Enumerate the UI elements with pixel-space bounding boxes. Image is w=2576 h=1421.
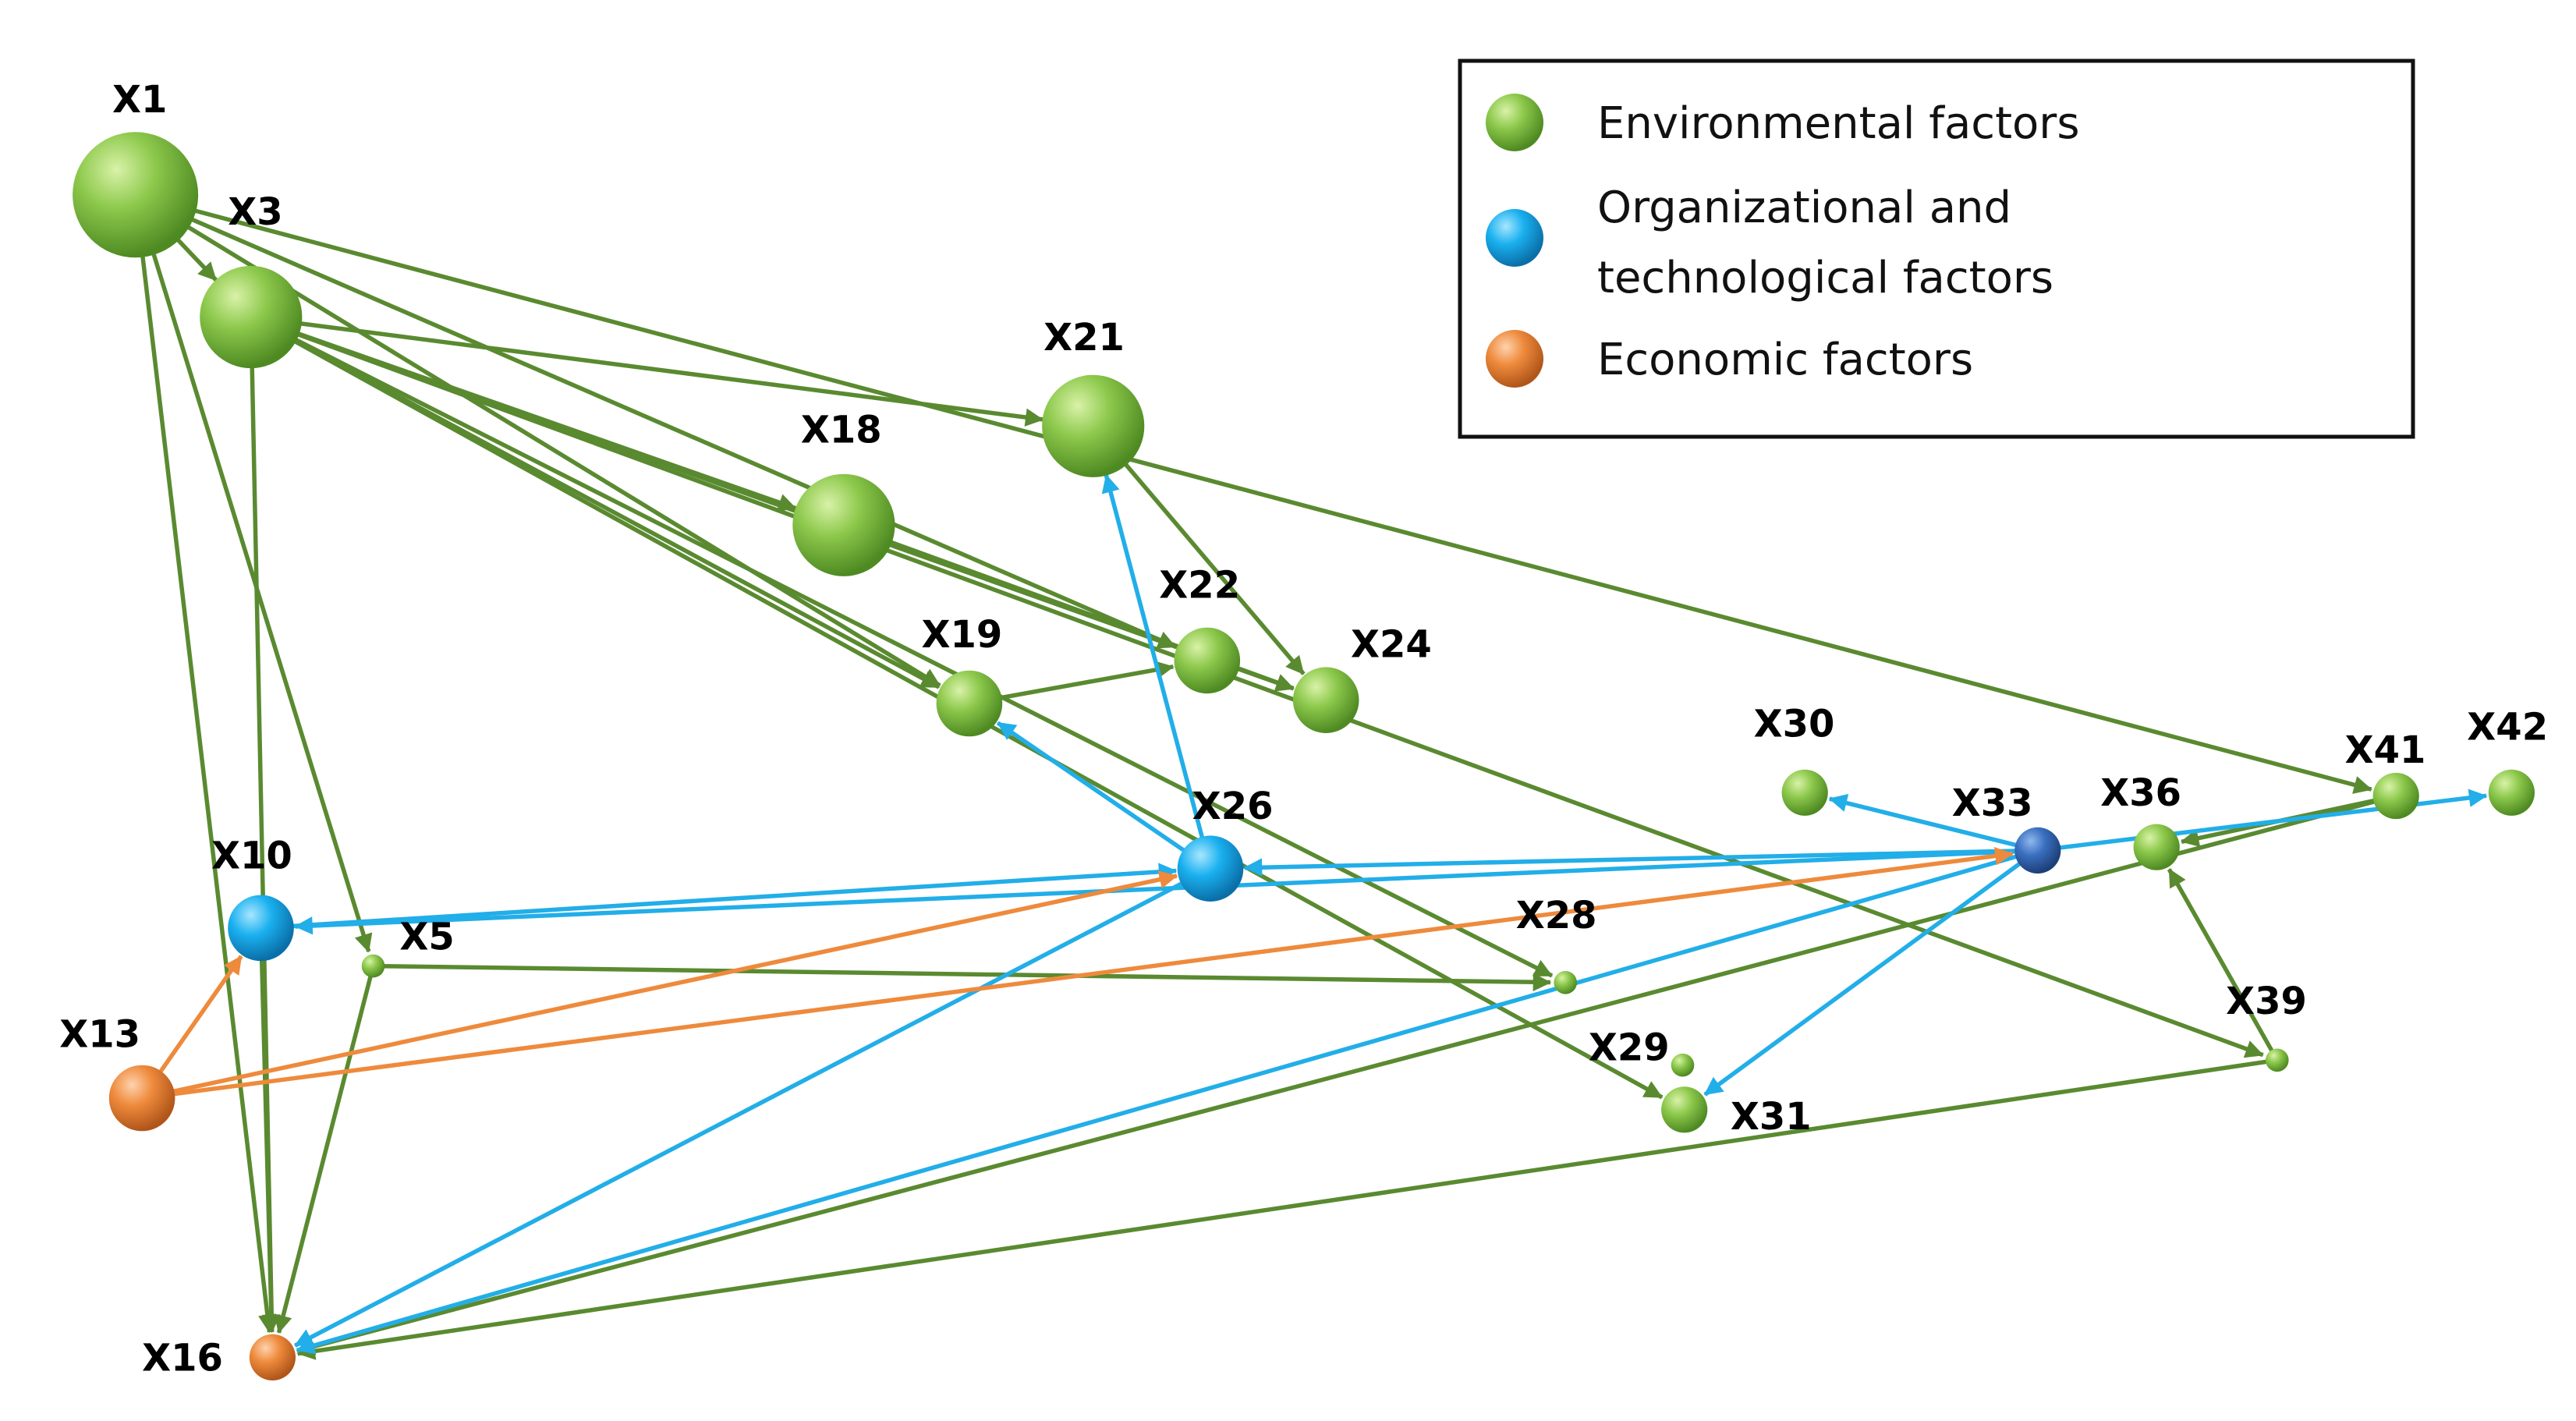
node-label-x10: X10 bbox=[211, 835, 292, 878]
edge-x33-to-x10 bbox=[294, 849, 2025, 935]
node-x5 bbox=[361, 954, 385, 978]
edge-x3-to-x39 bbox=[276, 324, 2264, 1058]
legend-label-economic: Economic factors bbox=[1597, 335, 1973, 385]
node-label-x29: X29 bbox=[1589, 1026, 1670, 1069]
node-x13 bbox=[108, 1065, 175, 1132]
edge-x1-to-x22 bbox=[166, 206, 1177, 649]
edge-x26-to-x16 bbox=[294, 875, 1196, 1348]
node-x26 bbox=[1177, 835, 1244, 902]
legend-label-organizational-line1: Organizational and bbox=[1597, 182, 2011, 233]
edge-x5-to-x16 bbox=[274, 971, 374, 1334]
node-label-x39: X39 bbox=[2226, 980, 2307, 1023]
node-label-x28: X28 bbox=[1516, 894, 1597, 937]
edge-x10-to-x26 bbox=[278, 863, 1178, 930]
legend: Environmental factors Organizational and… bbox=[1458, 58, 2415, 439]
edge-x41-to-x16 bbox=[296, 797, 2385, 1355]
node-x42 bbox=[2488, 769, 2535, 816]
edge-x33-to-x30 bbox=[1828, 794, 2026, 850]
node-label-x30: X30 bbox=[1754, 702, 1835, 746]
edge-x1-to-x16 bbox=[137, 229, 277, 1334]
edge-x26-to-x19 bbox=[996, 721, 1197, 860]
edge-x39-to-x16 bbox=[296, 1058, 2272, 1360]
edge-x3-to-x21 bbox=[278, 318, 1044, 427]
edge-x10-to-x16 bbox=[259, 946, 281, 1334]
edge-x39-to-x36 bbox=[2167, 868, 2277, 1056]
node-label-x21: X21 bbox=[1044, 316, 1125, 360]
node-label-x26: X26 bbox=[1192, 785, 1274, 828]
node-label-x24: X24 bbox=[1351, 623, 1432, 667]
node-x30 bbox=[1781, 769, 1828, 816]
legend-swatch-organizational bbox=[1486, 209, 1543, 267]
node-x24 bbox=[1292, 667, 1359, 733]
labels-layer: X1X3X5X10X13X16X18X19X21X22X24X26X28X29X… bbox=[59, 78, 2548, 1380]
node-x41 bbox=[2372, 772, 2419, 820]
node-x31 bbox=[1661, 1086, 1708, 1133]
legend-label-environmental: Environmental factors bbox=[1597, 98, 2080, 149]
node-label-x42: X42 bbox=[2467, 706, 2548, 749]
node-label-x3: X3 bbox=[228, 190, 282, 234]
node-x18 bbox=[792, 473, 895, 576]
node-x1 bbox=[73, 132, 199, 258]
edge-x21-to-x24 bbox=[1109, 446, 1306, 675]
node-label-x5: X5 bbox=[399, 916, 454, 959]
node-x29 bbox=[1671, 1053, 1695, 1077]
legend-box bbox=[1458, 58, 2415, 439]
node-label-x13: X13 bbox=[59, 1012, 140, 1056]
node-x28 bbox=[1554, 971, 1577, 994]
node-x10 bbox=[228, 895, 294, 962]
edge-x3-to-x28 bbox=[275, 328, 1554, 978]
legend-label-organizational-line2: technological factors bbox=[1597, 253, 2053, 303]
legend-swatch-environmental bbox=[1486, 94, 1543, 151]
edge-x33-to-x31 bbox=[1703, 856, 2029, 1097]
node-label-x18: X18 bbox=[801, 408, 882, 452]
edge-x33-to-x26 bbox=[1243, 849, 2025, 877]
node-label-x22: X22 bbox=[1159, 564, 1240, 608]
edge-x5-to-x28 bbox=[379, 963, 1552, 992]
node-x33 bbox=[2014, 827, 2061, 874]
legend-swatch-economic bbox=[1486, 330, 1543, 388]
node-x21 bbox=[1042, 374, 1145, 477]
edge-x13-to-x26 bbox=[159, 870, 1178, 1097]
node-label-x41: X41 bbox=[2345, 728, 2426, 772]
node-x16 bbox=[249, 1334, 296, 1380]
node-x36 bbox=[2133, 824, 2180, 870]
node-label-x31: X31 bbox=[1731, 1095, 1812, 1139]
edge-x19-to-x22 bbox=[987, 661, 1175, 703]
edge-x13-to-x33 bbox=[159, 847, 2014, 1098]
node-x19 bbox=[936, 670, 1003, 737]
node-x22 bbox=[1174, 627, 1241, 694]
node-label-x16: X16 bbox=[142, 1336, 223, 1380]
node-x39 bbox=[2266, 1048, 2289, 1072]
node-label-x33: X33 bbox=[1952, 781, 2033, 825]
edge-x33-to-x16 bbox=[296, 852, 2026, 1355]
edge-x13-to-x10 bbox=[151, 955, 243, 1085]
node-label-x1: X1 bbox=[112, 78, 167, 122]
node-label-x36: X36 bbox=[2100, 771, 2181, 815]
edge-x1-to-x41 bbox=[168, 201, 2372, 794]
nodes-layer bbox=[73, 132, 2535, 1380]
node-label-x19: X19 bbox=[922, 613, 1003, 657]
node-x3 bbox=[200, 265, 303, 369]
edge-x26-to-x21 bbox=[1101, 473, 1208, 852]
